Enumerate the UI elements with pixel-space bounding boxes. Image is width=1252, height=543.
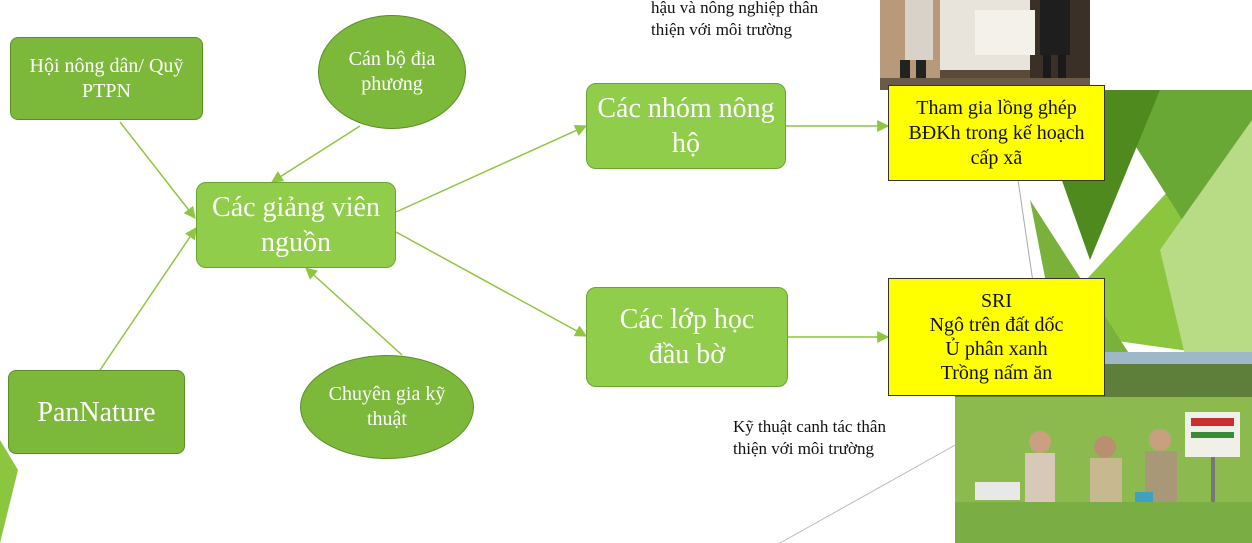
node-technical-experts-label: Chuyên gia kỹ thuật [328,383,446,430]
node-local-officials-label: Cán bộ địa phương [348,48,436,95]
outcome-techniques: SRI Ngô trên đất dốc Ủ phân xanh Trồng n… [888,278,1105,396]
arrow-trainers-to-farmer-groups [395,124,588,213]
node-farmers-union: Hội nông dân/ Quỹ PTPN [10,37,203,120]
arrow-experts-to-trainers [305,267,403,356]
node-farmer-groups: Các nhóm nông hộ [586,83,786,169]
node-farmers-union-label: Hội nông dân/ Quỹ PTPN [29,54,184,102]
arrow-farmers-union-to-trainers [119,121,196,219]
caption-top-line: hậu và nông nghiệp thân [651,0,819,17]
technique-item: Ngô trên đất dốc [929,314,1064,336]
deco-triangle-left [0,440,18,543]
caption-bottom: Kỹ thuật canh tác thân thiện với môi trư… [733,416,963,460]
arrow-local-officials-to-trainers [270,125,361,183]
node-technical-experts: Chuyên gia kỹ thuật [300,355,474,459]
node-farmer-groups-label: Các nhóm nông hộ [597,93,775,159]
node-resource-trainers: Các giảng viên nguồn [196,182,396,268]
outcome-integration-label: Tham gia lồng ghép BĐKh trong kế hoạch c… [908,96,1085,169]
caption-top: hậu và nông nghiệp thân thiện với môi tr… [651,0,881,41]
caption-top-line: thiện với môi trường [651,20,792,40]
node-field-classes: Các lớp học đầu bờ [586,287,788,387]
arrow-trainers-to-field-classes [395,231,588,337]
technique-item: Trồng nấm ăn [940,362,1053,384]
node-local-officials: Cán bộ địa phương [318,15,466,129]
caption-bottom-line: Kỹ thuật canh tác thân [733,417,886,436]
technique-item: SRI [980,290,1013,312]
technique-item: Ủ phân xanh [945,338,1048,360]
arrow-pannature-to-trainers [99,227,197,371]
node-resource-trainers-label: Các giảng viên nguồn [212,192,380,258]
caption-bottom-line: thiện với môi trường [733,439,874,459]
node-field-classes-label: Các lớp học đầu bờ [619,304,755,370]
outcome-integration: Tham gia lồng ghép BĐKh trong kế hoạch c… [888,85,1105,181]
meeting-photo [880,0,1090,90]
node-pannature-label: PanNature [37,396,156,428]
deco-triangle-4 [1160,120,1252,355]
node-pannature: PanNature [8,370,185,454]
